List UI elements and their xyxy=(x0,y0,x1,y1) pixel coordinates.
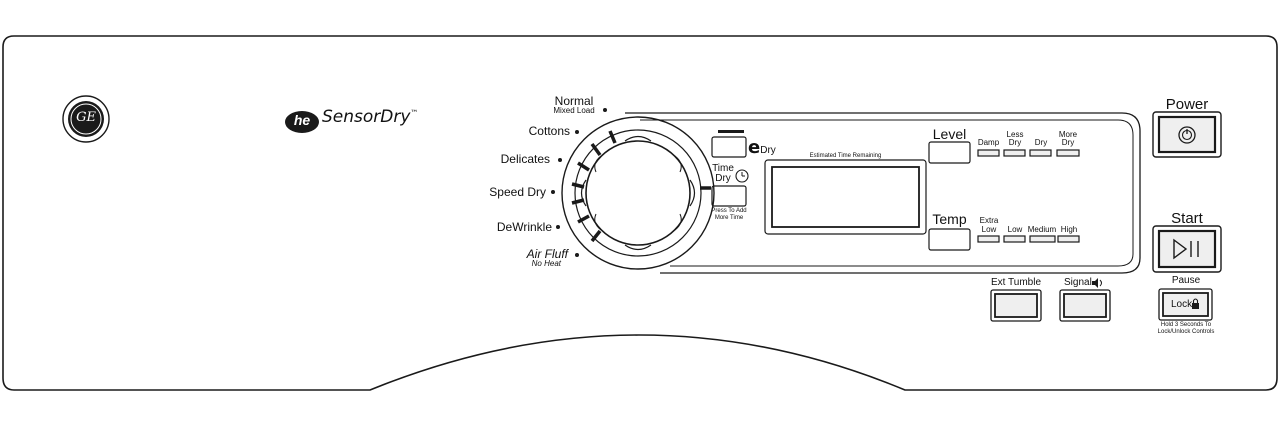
power-icon xyxy=(1178,126,1196,144)
clock-icon xyxy=(735,169,749,183)
level-button[interactable] xyxy=(928,141,971,164)
cycle-air-fluff-label[interactable]: Air Fluff xyxy=(526,247,568,261)
edry-button[interactable] xyxy=(711,136,747,158)
ge-logo-icon xyxy=(62,95,110,143)
time-dry-note-2: More Time xyxy=(714,215,744,221)
cycle-air-fluff-sub: No Heat xyxy=(531,259,561,268)
ge-logo-text: GE xyxy=(76,110,96,125)
time-dry-button[interactable] xyxy=(711,185,747,207)
edry-label: eDry xyxy=(748,139,776,157)
time-dry-label-1: Time xyxy=(712,163,734,174)
play-pause-icon xyxy=(1173,238,1199,260)
temp-option-extra-low: Low xyxy=(981,225,997,234)
temp-label: Temp xyxy=(932,211,967,227)
cycle-dial[interactable] xyxy=(561,116,715,270)
level-option-more-dry: Dry xyxy=(1061,138,1075,147)
cycle-dewrinkle-label[interactable]: DeWrinkle xyxy=(496,220,552,234)
cycle-speed-dry-label[interactable]: Speed Dry xyxy=(489,185,546,199)
display-label: Estimated Time Remaining xyxy=(809,153,882,159)
level-option-more-top: More xyxy=(1058,130,1078,139)
cycle-delicates-label[interactable]: Delicates xyxy=(500,152,550,166)
he-badge-text: he xyxy=(293,112,311,128)
time-dry-note-1: Press To Add xyxy=(711,208,747,214)
level-option-dry: Dry xyxy=(1034,138,1048,147)
ext-tumble-label: Ext Tumble xyxy=(990,277,1042,288)
edry-indicator xyxy=(718,130,744,133)
cycle-normal-label[interactable]: Normal xyxy=(554,94,594,108)
trademark-mark: ™ xyxy=(410,108,419,118)
cycle-cottons-label[interactable]: Cottons xyxy=(528,124,570,138)
level-indicators xyxy=(977,149,1080,157)
temp-option-medium: Medium xyxy=(1027,225,1057,234)
temp-option-extra-top: Extra xyxy=(979,216,999,225)
cycle-normal-sub: Mixed Load xyxy=(553,106,595,115)
signal-label: Signal xyxy=(1064,277,1092,288)
sensordry-text: SensorDry xyxy=(322,107,411,127)
power-label: Power xyxy=(1165,96,1209,113)
level-option-less-dry: Dry xyxy=(1008,138,1022,147)
edry-dry: Dry xyxy=(760,145,776,156)
ext-tumble-button[interactable] xyxy=(990,289,1042,322)
edry-e: e xyxy=(748,137,761,158)
speaker-icon xyxy=(1092,278,1102,288)
level-option-damp: Damp xyxy=(977,138,1000,147)
temp-option-high: High xyxy=(1060,225,1078,234)
cycle-dots xyxy=(551,108,607,257)
he-badge-icon xyxy=(285,111,319,133)
power-button[interactable] xyxy=(1152,111,1222,158)
sensordry-logo: SensorDry™ xyxy=(322,109,418,126)
temp-option-low: Low xyxy=(1007,225,1023,234)
panel-outline xyxy=(2,35,1278,391)
display-screen xyxy=(771,166,920,228)
level-option-less-top: Less xyxy=(1006,130,1024,139)
pause-label: Pause xyxy=(1171,275,1201,286)
display-frame xyxy=(764,159,927,235)
lock-note-1: Hold 3 Seconds To xyxy=(1160,322,1212,328)
lock-label: Lock xyxy=(1171,299,1193,310)
temp-indicators xyxy=(977,235,1080,243)
lock-note-2: Lock/Unlock Controls xyxy=(1157,329,1215,335)
lock-icon xyxy=(1192,298,1199,309)
start-label: Start xyxy=(1171,210,1203,227)
temp-button[interactable] xyxy=(928,228,971,251)
lock-button[interactable] xyxy=(1158,288,1213,321)
console-bezel xyxy=(625,112,1141,274)
time-dry-label-2: Dry xyxy=(715,173,731,184)
signal-button[interactable] xyxy=(1059,289,1111,322)
level-label: Level xyxy=(932,126,967,142)
